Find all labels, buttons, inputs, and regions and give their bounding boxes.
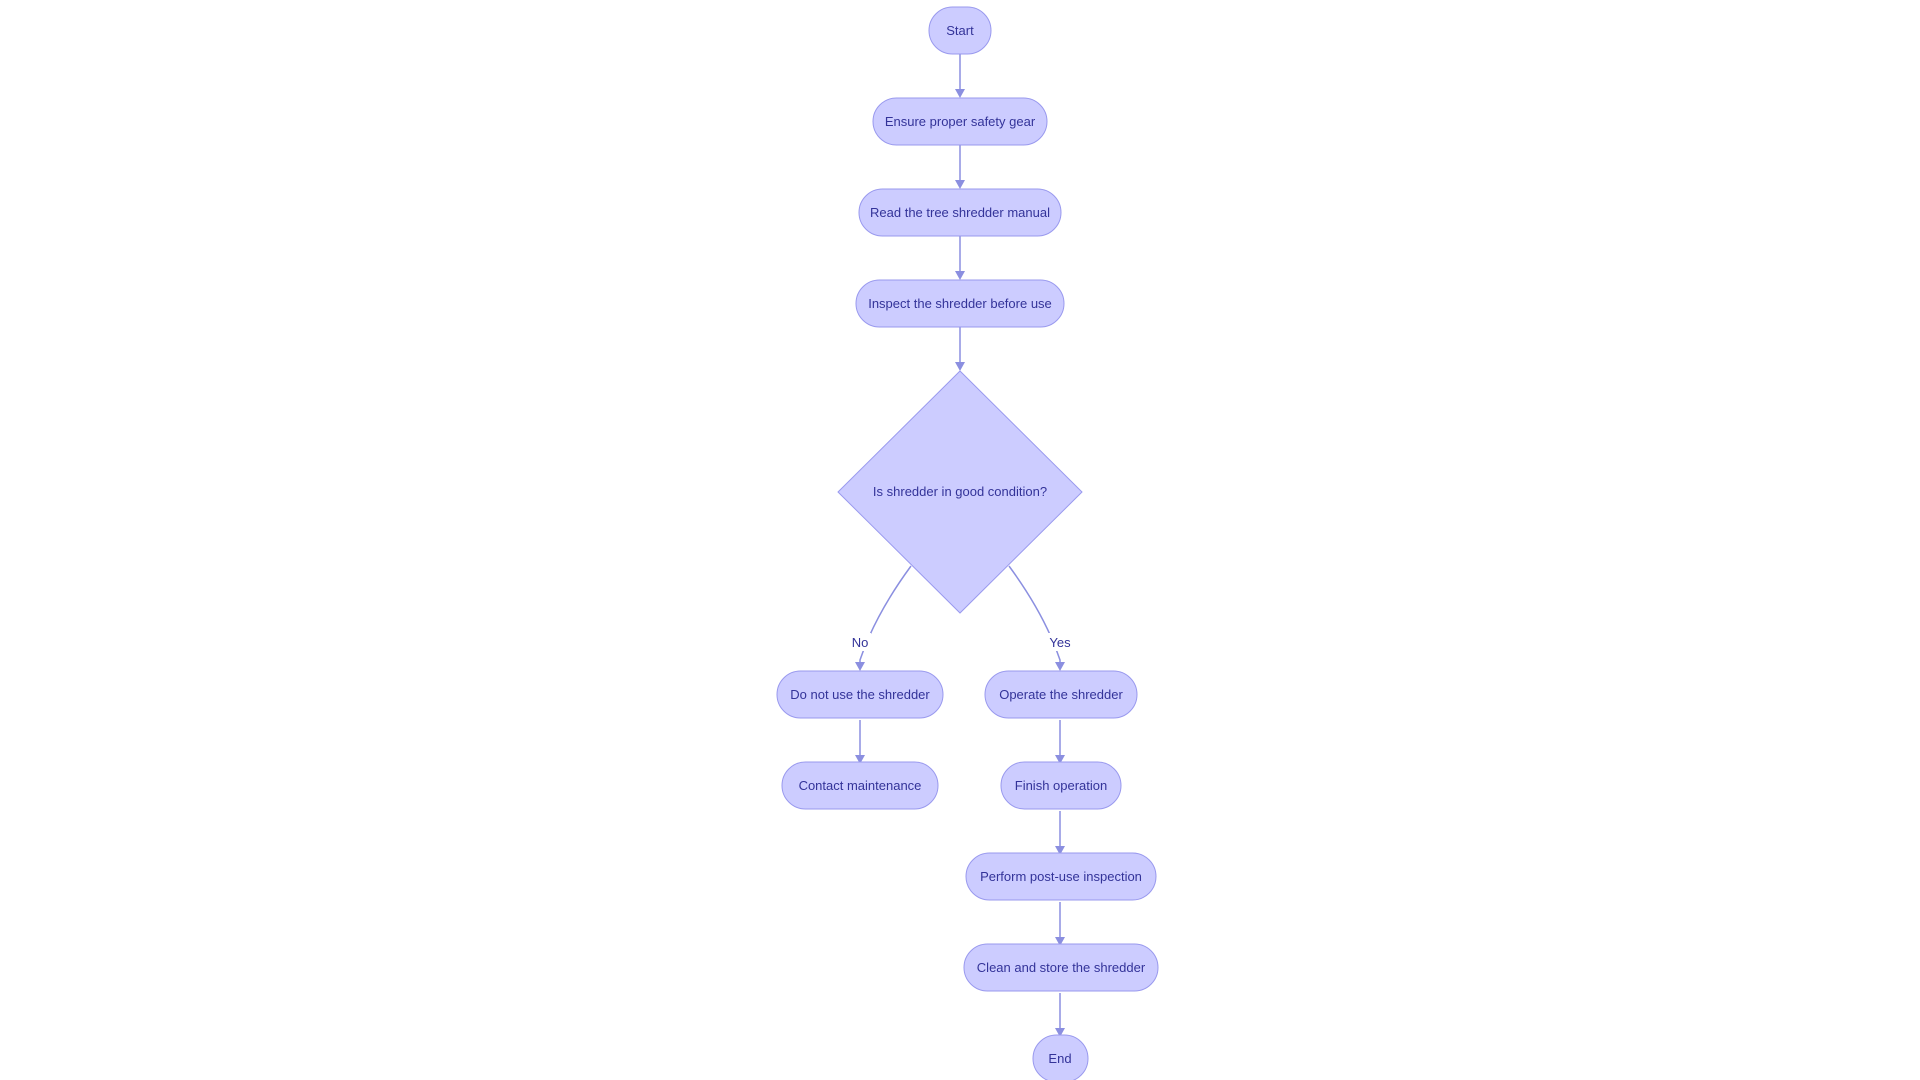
node-operate[interactable]: Operate the shredder [984,670,1138,719]
arrowhead [1055,1028,1065,1037]
node-operate-shape [984,670,1138,719]
node-safety-gear-label: Ensure proper safety gear [885,114,1036,129]
edge-label-yes: Yes [1049,635,1071,650]
node-safety-gear[interactable]: Ensure proper safety gear [872,97,1048,146]
node-start-label: Start [946,23,974,38]
edge-labels: No Yes [849,633,1074,651]
arrowhead [855,755,865,764]
node-clean-store-label: Clean and store the shredder [977,960,1146,975]
node-read-manual-shape [858,188,1062,237]
node-clean-store-shape [963,943,1159,992]
node-inspect[interactable]: Inspect the shredder before use [855,279,1065,328]
node-finish-shape [1000,761,1122,810]
edge-label-bg [1046,633,1074,651]
edge-label-no: No [852,635,869,650]
node-decision-shape [837,370,1083,614]
node-read-manual-label: Read the tree shredder manual [870,205,1050,220]
node-do-not-use-shape [776,670,944,719]
node-decision[interactable]: Is shredder in good condition? [837,370,1083,614]
node-do-not-use-label: Do not use the shredder [790,687,930,702]
edge-label-bg [849,633,871,651]
edge-decision-yes [1008,565,1061,665]
node-contact-maintenance[interactable]: Contact maintenance [781,761,939,810]
node-end[interactable]: End [1032,1034,1089,1080]
arrowhead [855,662,865,671]
arrowhead [1055,755,1065,764]
node-post-inspection[interactable]: Perform post-use inspection [965,852,1157,901]
node-contact-maintenance-shape [781,761,939,810]
node-inspect-shape [855,279,1065,328]
node-end-label: End [1048,1051,1071,1066]
node-start[interactable]: Start [928,6,992,55]
node-contact-maintenance-label: Contact maintenance [799,778,922,793]
node-clean-store[interactable]: Clean and store the shredder [963,943,1159,992]
nodes: Start Ensure proper safety gear Read the… [776,6,1159,1080]
arrowhead [955,271,965,280]
node-end-shape [1032,1034,1089,1080]
node-start-shape [928,6,992,55]
node-finish[interactable]: Finish operation [1000,761,1122,810]
node-operate-label: Operate the shredder [999,687,1123,702]
arrowhead [955,180,965,189]
edges [855,54,1065,1037]
node-read-manual[interactable]: Read the tree shredder manual [858,188,1062,237]
arrowhead [1055,846,1065,855]
node-do-not-use[interactable]: Do not use the shredder [776,670,944,719]
node-post-inspection-label: Perform post-use inspection [980,869,1142,884]
node-decision-label: Is shredder in good condition? [873,484,1047,499]
arrowhead [1055,937,1065,946]
arrowhead [1055,662,1065,671]
arrowhead [955,89,965,98]
node-inspect-label: Inspect the shredder before use [868,296,1052,311]
node-post-inspection-shape [965,852,1157,901]
node-safety-gear-shape [872,97,1048,146]
node-finish-label: Finish operation [1015,778,1108,793]
arrowhead [955,362,965,371]
edge-decision-no [859,565,912,665]
